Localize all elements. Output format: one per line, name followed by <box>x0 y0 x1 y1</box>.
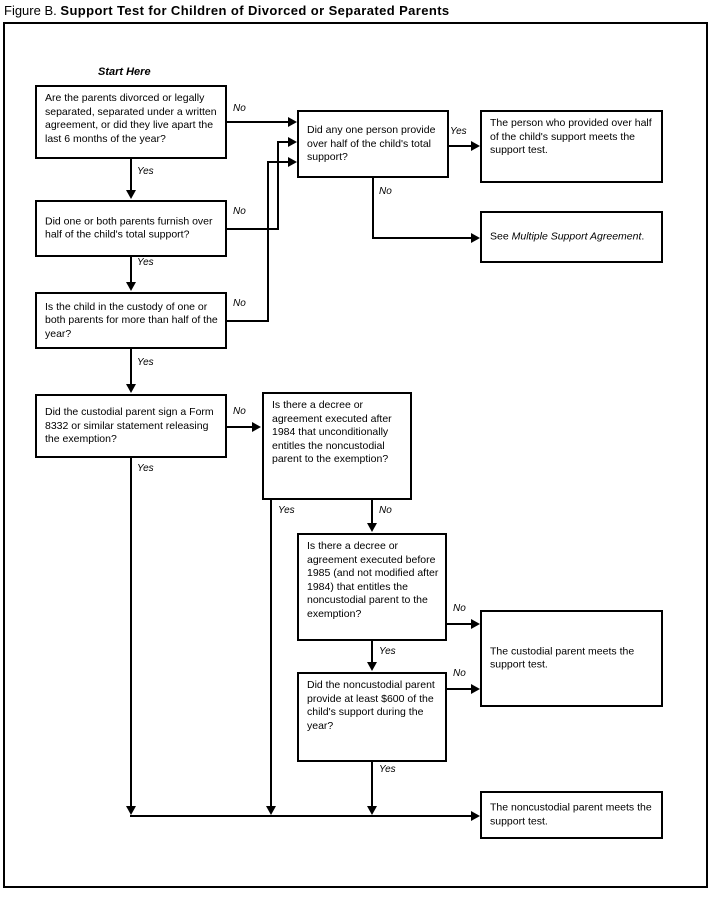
figure-caption: Figure B. Support Test for Children of D… <box>4 3 450 18</box>
edge-q8-r4-line <box>371 762 373 808</box>
edge-label-q3-yes: Yes <box>137 357 154 368</box>
edge-q7-r3-line <box>447 623 473 625</box>
edge-q2-q5-v <box>277 141 279 230</box>
result-r4-text: The noncustodial parent meets the suppor… <box>490 801 652 828</box>
decision-q5-text: Did any one person provide over half of … <box>307 123 436 163</box>
result-r2-suffix: . <box>641 230 645 243</box>
edge-q6-r4-arrow <box>266 806 276 815</box>
edge-label-q7-no: No <box>453 603 466 614</box>
decision-q2: Did one or both parents furnish over hal… <box>35 200 227 257</box>
decision-q8: Did the noncustodial parent provide at l… <box>297 672 447 762</box>
edge-label-q8-no: No <box>453 668 466 679</box>
edge-q3-q4-arrow <box>126 384 136 393</box>
chart-frame <box>3 22 708 888</box>
edge-q4-r4-arrow <box>126 806 136 815</box>
edge-q6-q7-line <box>371 500 373 524</box>
edge-q3-q5-h2 <box>267 161 290 163</box>
result-r2-prefix: See <box>490 230 512 243</box>
edge-label-q6-yes: Yes <box>278 505 295 516</box>
edge-q4-q6-line <box>227 426 254 428</box>
edge-q3-q5-v <box>267 161 269 322</box>
edge-q8-r3-arrow <box>471 684 480 694</box>
edge-q4-r4-line <box>130 458 132 808</box>
result-r3: The custodial parent meets the support t… <box>480 610 663 707</box>
bottom-bus-line <box>130 815 473 817</box>
edge-label-q5-yes: Yes <box>450 126 467 137</box>
edge-q6-q7-arrow <box>367 523 377 532</box>
edge-q7-q8-line <box>371 641 373 663</box>
decision-q5: Did any one person provide over half of … <box>297 110 449 178</box>
edge-q1-q2-arrow <box>126 190 136 199</box>
edge-label-q4-yes: Yes <box>137 463 154 474</box>
edge-q2-q5-arrow <box>288 137 297 147</box>
edge-q5-r2-v <box>372 178 374 239</box>
result-r1: The person who provided over half of the… <box>480 110 663 183</box>
decision-q1-text: Are the parents divorced or legally sepa… <box>45 92 217 145</box>
decision-q6: Is there a decree or agreement executed … <box>262 392 412 500</box>
decision-q7-text: Is there a decree or agreement executed … <box>307 540 439 620</box>
edge-q4-q6-arrow <box>252 422 261 432</box>
edge-q2-q3-line <box>130 257 132 282</box>
decision-q7: Is there a decree or agreement executed … <box>297 533 447 641</box>
edge-q2-q3-arrow <box>126 282 136 291</box>
decision-q3-text: Is the child in the custody of one or bo… <box>45 300 218 340</box>
edge-q8-r4-arrow <box>367 806 377 815</box>
edge-label-q5-no: No <box>379 186 392 197</box>
result-r1-text: The person who provided over half of the… <box>490 117 652 156</box>
edge-label-q3-no: No <box>233 298 246 309</box>
edge-q1-q5-line <box>227 121 290 123</box>
decision-q4: Did the custodial parent sign a Form 833… <box>35 394 227 458</box>
edge-label-q4-no: No <box>233 406 246 417</box>
start-here-label: Start Here <box>98 66 151 78</box>
edge-q3-q5-arrow <box>288 157 297 167</box>
edge-q5-r1-arrow <box>471 141 480 151</box>
edge-q1-q2-line <box>130 159 132 191</box>
edge-q2-q5-h2 <box>277 141 290 143</box>
decision-q2-text: Did one or both parents furnish over hal… <box>45 215 213 241</box>
decision-q1: Are the parents divorced or legally sepa… <box>35 85 227 159</box>
bottom-bus-arrow <box>471 811 480 821</box>
edge-label-q1-yes: Yes <box>137 166 154 177</box>
edge-label-q2-no: No <box>233 206 246 217</box>
edge-q5-r2-h <box>372 237 473 239</box>
edge-q3-q4-line <box>130 349 132 385</box>
edge-q6-r4-line <box>270 500 272 808</box>
edge-q7-r3-arrow <box>471 619 480 629</box>
decision-q8-text: Did the noncustodial parent provide at l… <box>307 679 435 732</box>
edge-q5-r2-arrow <box>471 233 480 243</box>
result-r2: See Multiple Support Agreement. <box>480 211 663 263</box>
edge-label-q1-no: No <box>233 103 246 114</box>
edge-q5-r1-line <box>449 145 473 147</box>
result-r3-text: The custodial parent meets the support t… <box>490 645 635 671</box>
edge-label-q8-yes: Yes <box>379 764 396 775</box>
page-title: Support Test for Children of Divorced or… <box>60 3 450 18</box>
result-r4: The noncustodial parent meets the suppor… <box>480 791 663 839</box>
decision-q4-text: Did the custodial parent sign a Form 833… <box>45 405 214 445</box>
edge-q2-q5-h1 <box>227 228 279 230</box>
decision-q3: Is the child in the custody of one or bo… <box>35 292 227 349</box>
edge-q1-q5-arrow <box>288 117 297 127</box>
edge-q7-q8-arrow <box>367 662 377 671</box>
edge-label-q6-no: No <box>379 505 392 516</box>
result-r2-text: See Multiple Support Agreement. <box>490 230 657 244</box>
edge-label-q7-yes: Yes <box>379 646 396 657</box>
edge-label-q2-yes: Yes <box>137 257 154 268</box>
edge-q3-q5-h1 <box>227 320 269 322</box>
result-r2-italic: Multiple Support Agreement <box>511 230 642 243</box>
decision-q6-text: Is there a decree or agreement executed … <box>272 399 392 465</box>
edge-q8-r3-line <box>447 688 473 690</box>
figure-label: Figure B. <box>4 3 57 18</box>
